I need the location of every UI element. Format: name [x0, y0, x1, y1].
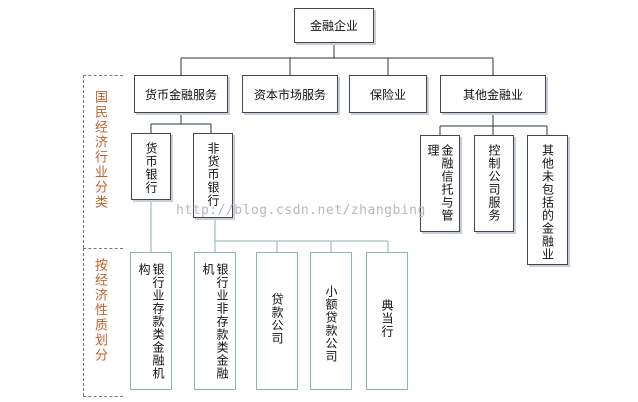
node-other-financial-label: 其他金融业 — [462, 87, 523, 102]
node-holding-company-services-label: 控制公司服务 — [487, 144, 501, 222]
node-bank-deposit-institution: 银行业存款类金融机构 — [130, 252, 172, 390]
root-node-financial-enterprise: 金融企业 — [294, 8, 374, 43]
node-capital-market-services: 资本市场服务 — [242, 75, 338, 113]
node-bank-deposit-institution-label: 银行业存款类金融机构 — [137, 263, 165, 380]
industry-bracket — [83, 75, 84, 248]
root-node-label: 金融企业 — [309, 19, 358, 33]
node-loan-company-label: 贷款公司 — [270, 293, 284, 345]
node-monetary-services-label: 货币金融服务 — [144, 87, 217, 102]
bracket-tick-middle — [83, 248, 123, 249]
node-micro-loan-company: 小额贷款公司 — [310, 252, 352, 390]
node-holding-company-services: 控制公司服务 — [474, 135, 514, 232]
watermark-text: http://blog.csdn.net/zhangbing — [176, 203, 426, 218]
node-trust-management: 金融信托与管理 — [420, 135, 460, 232]
node-currency-bank: 货币银行 — [131, 133, 171, 200]
node-pawn-shop-label: 典当行 — [380, 299, 394, 338]
node-bank-nondeposit-institution: 银行业非存款类金融机 — [194, 252, 236, 390]
node-insurance: 保险业 — [349, 75, 427, 113]
node-loan-company: 贷款公司 — [256, 252, 298, 390]
economic-bracket — [83, 248, 84, 396]
node-pawn-shop: 典当行 — [366, 252, 408, 390]
node-other-unlisted-financial: 其他未包括的金融业 — [527, 135, 568, 265]
node-micro-loan-company-label: 小额贷款公司 — [324, 285, 338, 363]
node-bank-nondeposit-institution-label: 银行业非存款类金融机 — [201, 263, 229, 380]
node-non-currency-bank-label: 非货币银行 — [206, 142, 220, 207]
bracket-tick-bottom — [83, 396, 123, 397]
node-other-unlisted-financial-label: 其他未包括的金融业 — [540, 144, 555, 261]
bracket-tick-top — [83, 75, 123, 76]
node-currency-bank-label: 货币银行 — [144, 142, 158, 194]
node-trust-management-label: 金融信托与管理 — [426, 144, 454, 222]
economic-nature-label: 按经济性质划分 — [92, 258, 107, 363]
node-insurance-label: 保险业 — [369, 87, 406, 102]
node-other-financial: 其他金融业 — [440, 75, 546, 113]
node-non-currency-bank: 非货币银行 — [193, 133, 233, 218]
industry-classification-label: 国民经济行业分类 — [92, 90, 107, 210]
node-capital-market-services-label: 资本市场服务 — [253, 87, 326, 102]
node-monetary-services: 货币金融服务 — [134, 75, 228, 113]
